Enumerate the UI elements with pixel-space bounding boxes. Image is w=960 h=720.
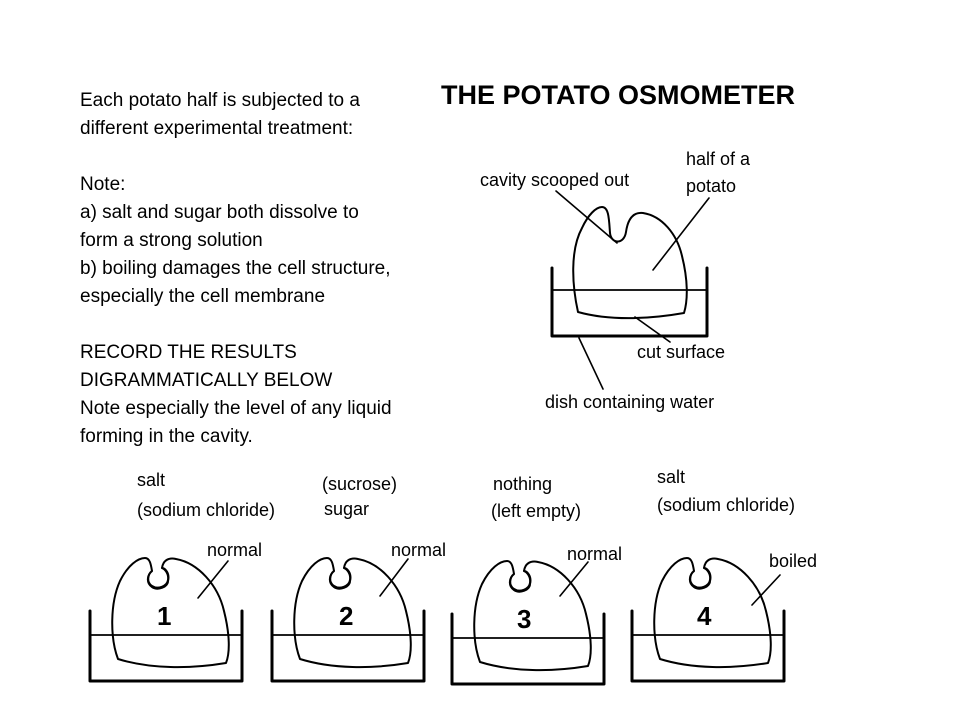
diagram-title: THE POTATO OSMOMETER bbox=[441, 80, 796, 110]
exp2-treatment-line-2: sugar bbox=[324, 499, 370, 519]
record-line-3: Note especially the level of any liquid bbox=[80, 398, 392, 419]
exp3-treatment-line-2: (left empty) bbox=[491, 501, 582, 521]
experiment-2-drawing bbox=[270, 557, 426, 683]
note-line-1: a) salt and sugar both dissolve to bbox=[80, 202, 359, 223]
exp1-cavity bbox=[147, 567, 170, 589]
note-line-2: form a strong solution bbox=[80, 230, 263, 251]
exp1-treatment-line-2: (sodium chloride) bbox=[137, 500, 276, 520]
record-line-2: DIGRAMMATICALLY BELOW bbox=[80, 370, 333, 391]
exp4-number: 4 bbox=[697, 601, 712, 631]
exp3-potato bbox=[473, 560, 592, 672]
exp3-number: 3 bbox=[517, 604, 532, 634]
exp2-treatment-line-1: (sucrose) bbox=[322, 474, 398, 494]
exp2-potato bbox=[293, 557, 412, 669]
note-line-4: especially the cell membrane bbox=[80, 286, 326, 307]
record-line-4: forming in the cavity. bbox=[80, 426, 253, 447]
note-line-3: b) boiling damages the cell structure, bbox=[80, 258, 391, 279]
main-dish bbox=[550, 266, 709, 338]
exp3-pointer bbox=[559, 561, 589, 597]
exp2-pointer bbox=[379, 558, 409, 597]
exp4-treatment-line-1: salt bbox=[657, 467, 686, 487]
exp2-condition: normal bbox=[391, 540, 447, 560]
exp4-treatment-line-2: (sodium chloride) bbox=[657, 495, 796, 515]
exp3-treatment-line-1: nothing bbox=[493, 474, 553, 494]
exp4-potato bbox=[653, 557, 772, 669]
main-potato bbox=[572, 206, 688, 320]
exp2-dish bbox=[270, 609, 426, 683]
pointer-cavity bbox=[555, 190, 618, 244]
exp1-potato bbox=[111, 557, 230, 669]
exp4-pointer bbox=[751, 574, 781, 606]
note-heading: Note: bbox=[80, 174, 126, 195]
exp1-condition: normal bbox=[207, 540, 263, 560]
exp1-number: 1 bbox=[157, 601, 172, 631]
exp3-condition: normal bbox=[567, 544, 623, 564]
intro-line-1: Each potato half is subjected to a bbox=[80, 90, 360, 111]
exp2-number: 2 bbox=[339, 601, 354, 631]
label-cut-surface: cut surface bbox=[637, 342, 726, 362]
record-line-1: RECORD THE RESULTS bbox=[80, 342, 297, 363]
exp2-cavity bbox=[329, 567, 352, 589]
experiment-3-drawing bbox=[450, 560, 606, 686]
exp3-dish bbox=[450, 612, 606, 686]
label-half-line-2: potato bbox=[686, 176, 737, 196]
label-dish: dish containing water bbox=[545, 392, 715, 412]
exp1-dish bbox=[88, 609, 244, 683]
instructions-text: Each potato half is subjected to a diffe… bbox=[80, 87, 392, 451]
exp1-treatment-line-1: salt bbox=[137, 470, 166, 490]
exp1-pointer bbox=[197, 560, 229, 599]
exp3-cavity bbox=[509, 570, 532, 592]
main-osmometer bbox=[550, 190, 710, 390]
pointer-cut-surface bbox=[634, 316, 671, 343]
label-half-line-1: half of a bbox=[686, 149, 751, 169]
exp4-condition: boiled bbox=[769, 551, 818, 571]
label-cavity: cavity scooped out bbox=[480, 170, 630, 190]
intro-line-2: different experimental treatment: bbox=[80, 118, 354, 139]
pointer-half bbox=[652, 197, 710, 271]
exp4-dish bbox=[630, 609, 786, 683]
pointer-dish bbox=[578, 337, 604, 390]
experiment-4-drawing bbox=[630, 557, 786, 683]
exp4-cavity bbox=[689, 567, 712, 589]
experiment-1-drawing bbox=[88, 557, 244, 683]
